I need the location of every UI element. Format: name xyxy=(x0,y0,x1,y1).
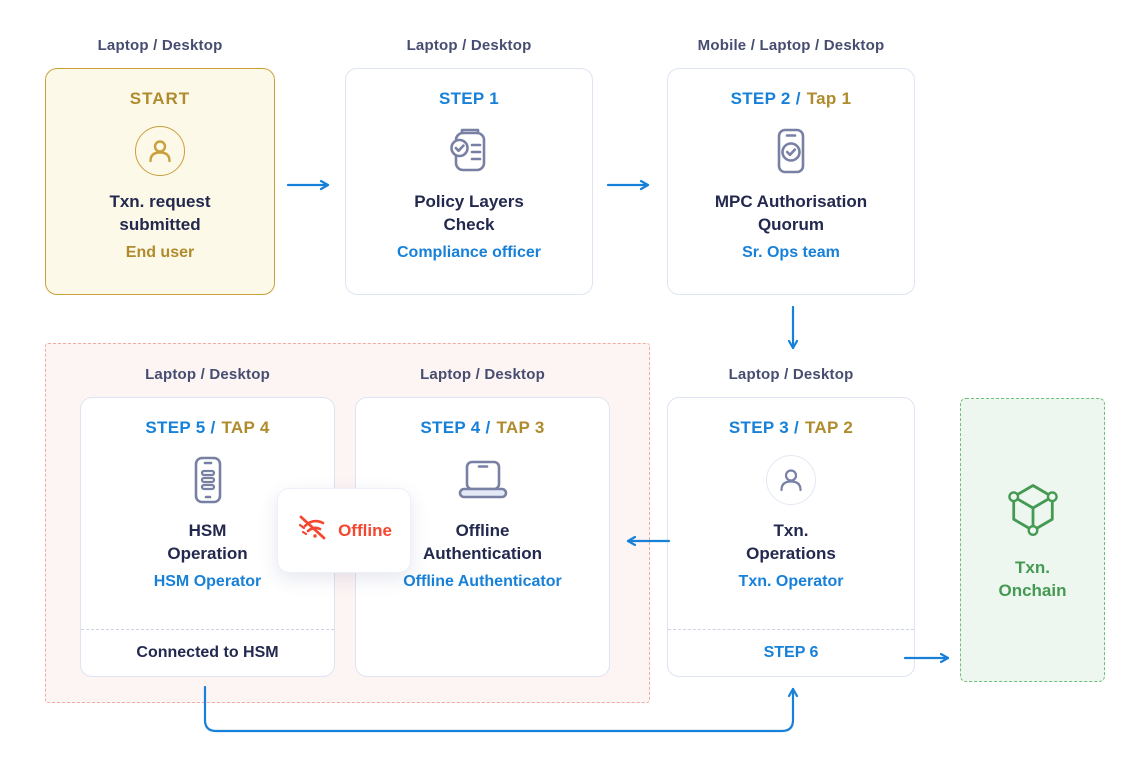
step4-body: Offline Authentication xyxy=(423,521,542,563)
step3-label-gold: TAP 2 xyxy=(805,418,854,437)
step3-footer: STEP 6 xyxy=(668,629,914,676)
step2-body: MPC Authorisation Quorum xyxy=(714,192,868,234)
laptop-icon xyxy=(454,451,512,509)
step3-actor: Txn. Operator xyxy=(738,572,844,590)
step3-card: STEP 3 / TAP 2 Txn. Operations Txn. Opera… xyxy=(667,397,915,677)
end-user-icon xyxy=(135,122,185,180)
step1-actor: Compliance officer xyxy=(396,243,542,261)
start-actor: End user xyxy=(125,243,195,261)
step5-body: HSM Operation xyxy=(167,521,248,563)
txn-operator-person-icon xyxy=(766,451,816,509)
step5-footer: Connected to HSM xyxy=(81,629,334,676)
step1-card: STEP 1 Policy Layers Check Compliance of… xyxy=(345,68,593,295)
onchain-zone: Txn. Onchain xyxy=(960,398,1105,682)
device-header-step5: Laptop / Desktop xyxy=(145,366,270,383)
hsm-device-icon xyxy=(181,451,235,509)
step4-label-blue: STEP 4 / xyxy=(420,418,491,437)
device-header-step2: Mobile / Laptop / Desktop xyxy=(697,37,885,54)
step5-label-blue: STEP 5 / xyxy=(145,418,216,437)
mpc-phone-check-icon xyxy=(764,122,818,180)
step3-body: Txn. Operations xyxy=(746,521,836,563)
wifi-off-icon xyxy=(296,514,330,547)
device-header-start: Laptop / Desktop xyxy=(97,37,223,54)
step2-label-gold: Tap 1 xyxy=(806,89,852,108)
start-body: Txn. request submitted xyxy=(109,192,211,234)
step2-actor: Sr. Ops team xyxy=(742,243,840,261)
step2-label-blue: STEP 2 / xyxy=(730,89,801,108)
start-card: START Txn. request submitted End user xyxy=(45,68,275,295)
blockchain-cube-icon xyxy=(1003,478,1063,543)
step4-label-gold: TAP 3 xyxy=(496,418,545,437)
onchain-body: Txn. Onchain xyxy=(998,557,1067,600)
step5-label-gold: TAP 4 xyxy=(221,418,270,437)
offline-badge: Offline xyxy=(277,488,411,573)
step2-card: STEP 2 / Tap 1 MPC Authorisation Quorum S… xyxy=(667,68,915,295)
device-header-step1: Laptop / Desktop xyxy=(406,37,532,54)
offline-label: Offline xyxy=(338,520,392,540)
device-header-step3: Laptop / Desktop xyxy=(728,366,854,383)
step3-label-blue: STEP 3 / xyxy=(728,418,799,437)
device-header-step4: Laptop / Desktop xyxy=(420,366,545,383)
policy-check-clipboard-icon xyxy=(442,122,496,180)
step1-label: STEP 1 xyxy=(438,89,500,108)
start-title: START xyxy=(129,89,191,108)
step4-actor: Offline Authenticator xyxy=(403,572,562,590)
step1-body: Policy Layers Check xyxy=(414,192,524,234)
step5-actor: HSM Operator xyxy=(153,572,262,590)
